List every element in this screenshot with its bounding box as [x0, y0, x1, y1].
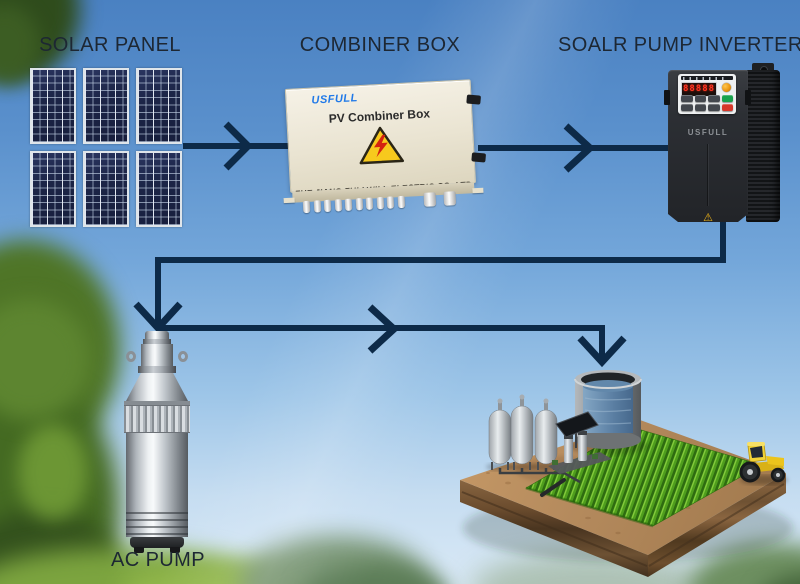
keypad-button: [681, 104, 693, 111]
solar-panel-module: [30, 68, 76, 144]
ac-pump-device: [124, 331, 190, 553]
pump-station: [548, 411, 612, 474]
solar-panel-module: [136, 151, 182, 227]
usfull-logo: USFULL: [311, 92, 359, 107]
pump-ribbed-band: [124, 405, 190, 433]
solar-pump-inverter-device: 88888 USFULL ⚠: [664, 63, 780, 228]
pump-foot: [134, 547, 144, 553]
crop-field-edge: [525, 486, 654, 528]
lifting-eyelet: [126, 351, 136, 362]
pump-grooved-section: [126, 507, 188, 537]
arrowhead-right-icon: [563, 123, 596, 173]
keypad-button: [694, 95, 706, 102]
cable-gland: [302, 200, 311, 214]
mc4-connector: [466, 94, 482, 105]
cable-gland-large: [423, 192, 437, 207]
pv-combiner-box-device: USFULL PV Combiner Box ZHE JIANG FULLWIL…: [283, 79, 487, 215]
mounting-ear: [745, 90, 751, 105]
inverter-label: SOALR PUMP INVERTER: [558, 34, 800, 56]
cable-gland: [323, 199, 332, 213]
pump-collar: [138, 366, 176, 373]
keypad-button: [708, 104, 720, 111]
usfull-logo: USFULL: [687, 128, 729, 137]
potentiometer-knob-icon: [722, 83, 731, 92]
front-seam: [707, 144, 708, 206]
water-tank: [568, 370, 648, 455]
cable-gland-large: [442, 191, 456, 206]
mc4-connector: [471, 152, 487, 163]
arrow-pump-line-to-field: [158, 325, 605, 358]
pump-base: [130, 537, 184, 548]
soil-wall-layer-line: [648, 483, 785, 567]
pump-cap-ring: [143, 339, 171, 344]
foliage-blob: [18, 425, 88, 520]
pump-outlet-cap: [145, 331, 169, 340]
soil-wall-layer-line: [461, 491, 648, 567]
run-button: [721, 95, 733, 102]
solar-panel-array: [30, 68, 182, 227]
control-panel: [555, 411, 599, 438]
solar-panel-module: [83, 68, 129, 144]
cable-gland: [386, 196, 395, 209]
heatsink-fins: [746, 70, 780, 222]
solar-panel-module: [136, 68, 182, 144]
arrowhead-down-icon: [577, 335, 627, 368]
mounting-tab: [283, 197, 295, 204]
arrowhead-right-icon: [367, 304, 400, 354]
cable-gland: [355, 198, 363, 211]
panel-header-strip: [681, 76, 733, 80]
pressure-tanks: [486, 394, 581, 497]
ac-pump-label: AC PUMP: [111, 549, 205, 571]
keypad-panel: 88888: [678, 74, 736, 114]
cable-gland: [376, 196, 384, 210]
mounting-tab: [472, 187, 484, 194]
solar-panel-module: [83, 151, 129, 227]
cable-gland: [334, 199, 342, 212]
pump-foot: [170, 547, 180, 553]
keypad-button: [694, 104, 706, 111]
solar-panel-module: [30, 151, 76, 227]
irrigated-field-scene: [460, 370, 793, 577]
solar-panel-label: SOLAR PANEL: [39, 34, 181, 56]
mounting-ear: [664, 90, 670, 105]
cable-gland: [313, 200, 321, 213]
pump-body: [126, 433, 188, 507]
cable-gland: [344, 198, 353, 211]
high-voltage-warning-icon: [359, 126, 405, 165]
keypad-button: [681, 95, 693, 102]
keypad-button: [708, 95, 720, 102]
tractor: [739, 442, 788, 485]
arrowhead-right-icon: [223, 121, 253, 171]
warning-triangle-icon: ⚠: [703, 212, 713, 224]
combiner-box-label: COMBINER BOX: [299, 34, 461, 56]
pump-band-edge: [124, 401, 190, 405]
lifting-eyelet: [178, 351, 188, 362]
cable-gland: [397, 195, 405, 209]
pump-shoulder: [126, 373, 188, 401]
arrow-inverter-down-to-pump: [155, 220, 726, 324]
keypad-buttons: [681, 95, 733, 111]
foliage-blob: [300, 565, 450, 584]
stop-button: [721, 104, 733, 111]
cable-gland: [365, 197, 374, 210]
pump-neck: [141, 344, 173, 367]
